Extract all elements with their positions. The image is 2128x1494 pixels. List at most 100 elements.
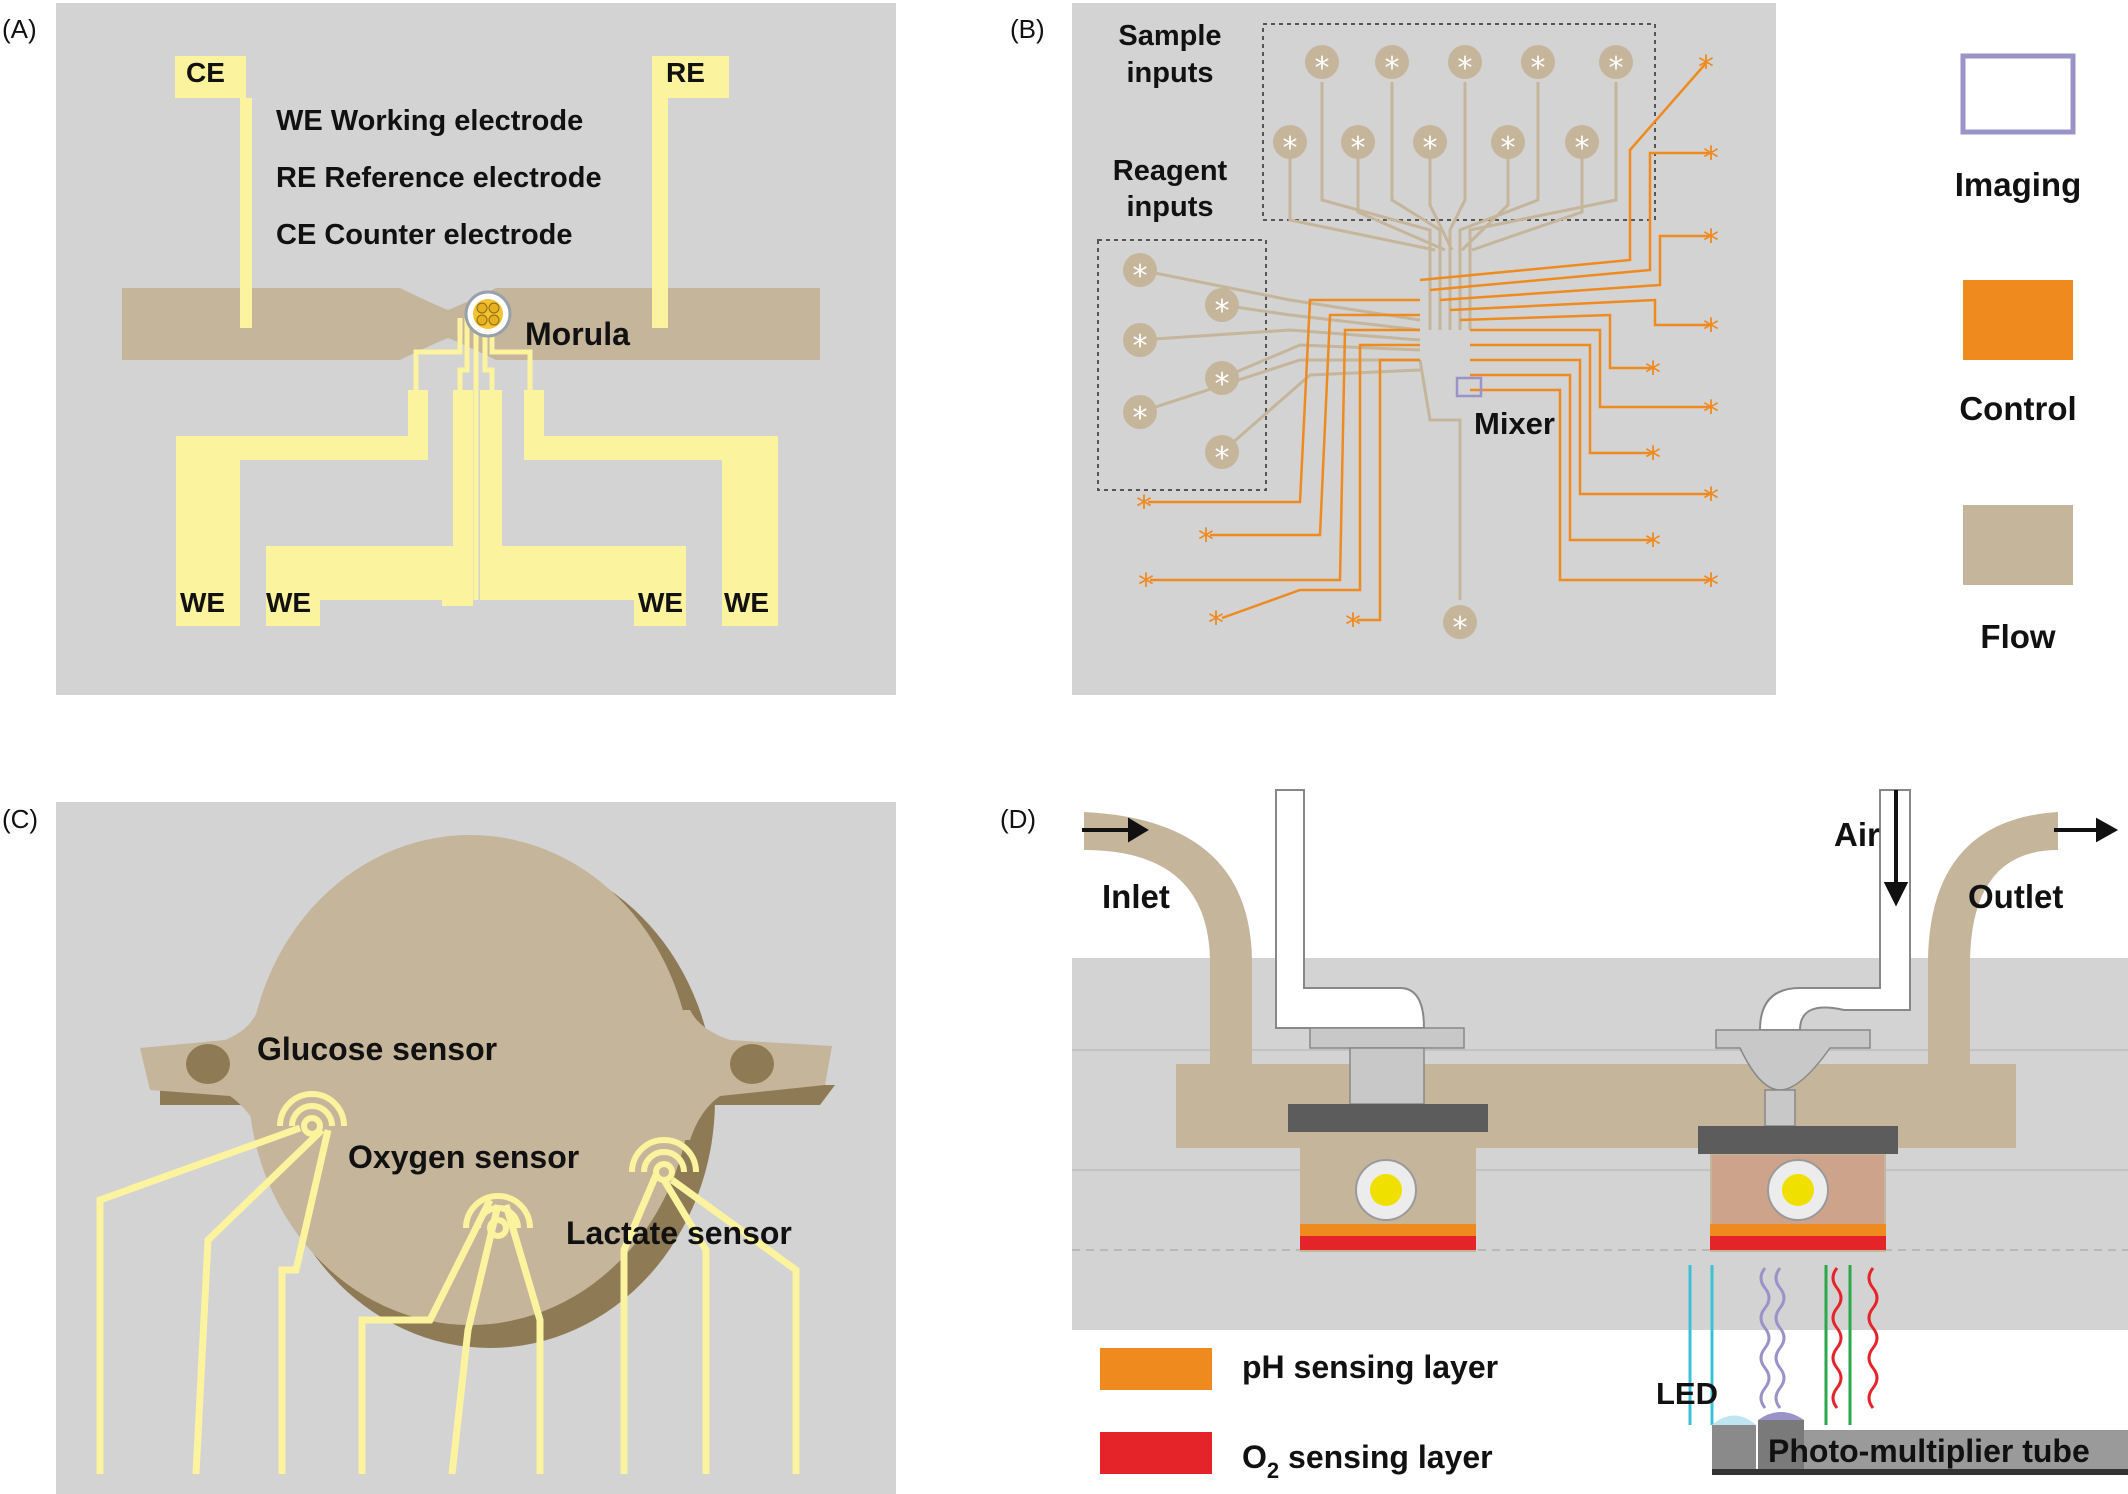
svg-text:*: * — [1215, 367, 1230, 402]
svg-text:*: * — [1136, 488, 1152, 526]
o2-suffix: sensing layer — [1279, 1439, 1492, 1475]
svg-text:*: * — [1423, 131, 1438, 166]
legend-flow-label: Flow — [1980, 618, 2055, 655]
membrane-right — [1698, 1126, 1898, 1154]
we-label-4: WE — [724, 587, 769, 618]
outlet-label: Outlet — [1968, 878, 2063, 915]
oxygen-electrode — [463, 1193, 533, 1239]
svg-text:*: * — [1283, 131, 1298, 166]
led-body — [1712, 1425, 1756, 1469]
led-label: LED — [1656, 1376, 1718, 1411]
inlet-tube — [1084, 812, 1252, 1070]
ce-electrode — [175, 56, 252, 328]
control-lines — [1148, 61, 1712, 622]
panel-d-tag: (D) — [1000, 804, 1036, 834]
pmt-body — [1758, 1420, 1804, 1470]
svg-text:*: * — [1703, 222, 1719, 260]
svg-text:*: * — [1703, 566, 1719, 604]
svg-text:*: * — [1385, 51, 1400, 86]
svg-text:*: * — [1645, 354, 1661, 392]
panel-b: (B) — [1010, 3, 2081, 695]
ph-legend-label: pH sensing layer — [1242, 1349, 1498, 1385]
we-electrode-3 — [480, 390, 686, 626]
svg-text:*: * — [1609, 51, 1624, 86]
ce-label: CE — [186, 57, 225, 88]
svg-text:*: * — [1198, 521, 1214, 559]
svg-text:*: * — [1703, 311, 1719, 349]
control-ports: * * * * * * * * * * * * * * * — [1136, 48, 1719, 644]
svg-text:*: * — [1138, 566, 1154, 604]
re-label: RE — [666, 57, 705, 88]
sample-ports: * * * * * * * * * * * * * * * * * — [1123, 45, 1633, 646]
flow-arrows — [1082, 790, 2119, 907]
legend-control-swatch — [1963, 280, 2073, 360]
sensor-traces — [96, 1124, 800, 1475]
svg-text:*: * — [1698, 48, 1714, 86]
ph-layer-right — [1710, 1224, 1886, 1236]
morula — [464, 290, 512, 338]
svg-text:*: * — [1703, 139, 1719, 177]
air-label: Air — [1834, 816, 1880, 853]
we-label-2: WE — [266, 587, 311, 618]
svg-text:*: * — [1458, 51, 1473, 86]
svg-text:*: * — [1215, 294, 1230, 329]
o2-subscript: 2 — [1267, 1458, 1279, 1483]
legend-reference-electrode: RE Reference electrode — [276, 162, 602, 194]
sample-label-line2: inputs — [1127, 57, 1214, 89]
svg-text:*: * — [1133, 401, 1148, 436]
svg-text:*: * — [1531, 51, 1546, 86]
svg-text:*: * — [1208, 604, 1224, 642]
re-electrode — [652, 56, 729, 328]
svg-text:*: * — [1645, 439, 1661, 477]
svg-text:*: * — [1501, 131, 1516, 166]
mixer-label: Mixer — [1474, 406, 1555, 441]
legend-control-label: Control — [1959, 390, 2076, 427]
svg-text:*: * — [1575, 131, 1590, 166]
svg-text:*: * — [1703, 393, 1719, 431]
panel-c-tag: (C) — [2, 804, 38, 834]
oxygen-sensor-label: Oxygen sensor — [348, 1139, 579, 1175]
inlet-label: Inlet — [1102, 878, 1170, 915]
reagent-inputs-box — [1097, 239, 1267, 491]
port-left — [186, 1044, 230, 1084]
panel-a-tag: (A) — [2, 14, 37, 44]
legend-counter-electrode: CE Counter electrode — [276, 219, 573, 251]
ph-layer-left — [1300, 1224, 1476, 1236]
legend-imaging-label: Imaging — [1955, 166, 2082, 203]
we-electrode-2 — [266, 390, 473, 626]
o2-legend-swatch — [1100, 1432, 1212, 1474]
lactate-sensor-label: Lactate sensor — [566, 1215, 792, 1251]
sample-label-line1: Sample — [1118, 20, 1221, 52]
optical-signals — [1688, 1265, 1879, 1425]
panel-c: (C) — [2, 802, 896, 1494]
valve-left-air — [1275, 789, 1426, 1029]
svg-text:*: * — [1315, 51, 1330, 86]
ph-legend-swatch — [1100, 1348, 1212, 1390]
membrane-left — [1288, 1104, 1488, 1132]
morula-label: Morula — [525, 316, 630, 352]
svg-text:*: * — [1703, 480, 1719, 518]
panel-b-background — [1072, 3, 1776, 695]
o2-prefix: O — [1242, 1439, 1267, 1475]
we-label-1: WE — [180, 587, 225, 618]
o2-legend-label: O2 sensing layer — [1242, 1439, 1493, 1483]
legend-imaging-swatch — [1960, 53, 2076, 135]
imaging-window — [1455, 376, 1483, 398]
glucose-electrode — [277, 1091, 347, 1137]
o2-layer-left — [1300, 1236, 1476, 1250]
svg-text:*: * — [1345, 606, 1361, 644]
svg-text:*: * — [1453, 611, 1468, 646]
panel-b-tag: (B) — [1010, 14, 1045, 44]
outlet-tube — [1928, 812, 2058, 1070]
glucose-sensor-label: Glucose sensor — [257, 1031, 497, 1067]
legend-working-electrode: WE Working electrode — [276, 105, 583, 137]
svg-text:*: * — [1351, 131, 1366, 166]
panel-d: (D) — [1000, 789, 2128, 1483]
panel-a: (A) CE RE WE Working electrode RE Refere… — [2, 3, 896, 695]
svg-text:*: * — [1133, 259, 1148, 294]
we-electrode-4 — [524, 390, 778, 626]
svg-text:*: * — [1645, 526, 1661, 564]
legend-flow-swatch — [1963, 505, 2073, 585]
reagent-label-line2: inputs — [1127, 191, 1214, 223]
